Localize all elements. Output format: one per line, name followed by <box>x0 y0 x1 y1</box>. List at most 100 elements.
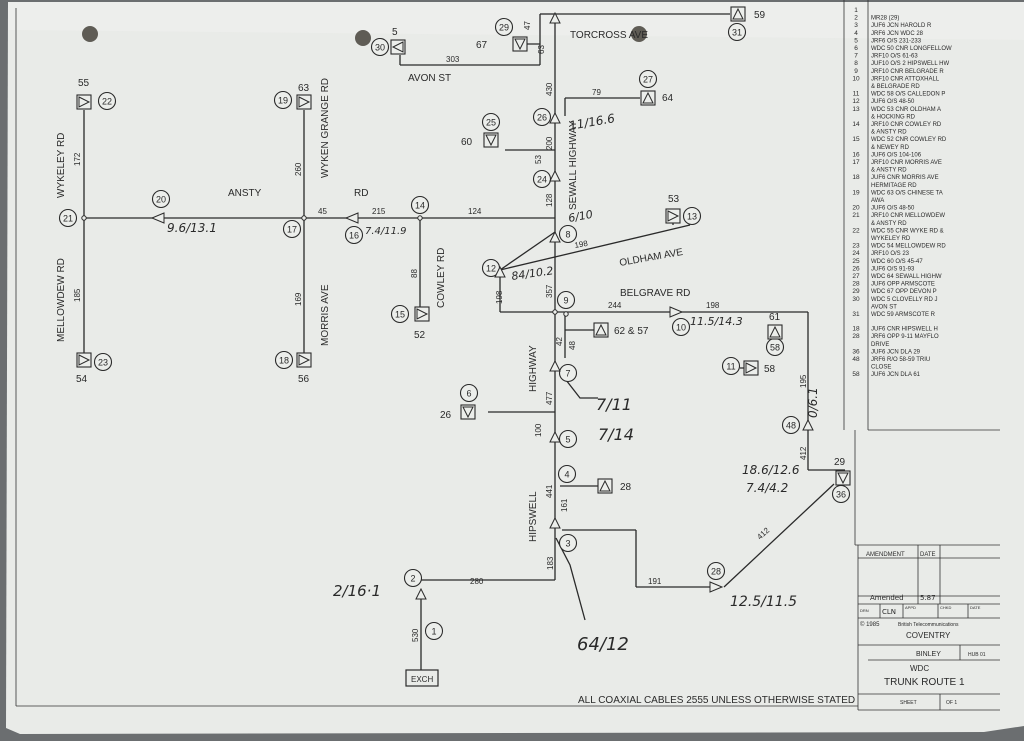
node-label: 7 <box>565 369 570 379</box>
legend-row: AVON ST <box>871 304 897 310</box>
cable-length: 215 <box>372 207 386 216</box>
direction-arrow <box>549 430 561 443</box>
title-block: AMENDMENT DATE Amended 5.87 DRN CLN APPD… <box>860 552 986 706</box>
node-marker-9: 9 <box>556 290 576 310</box>
legend-row: & ANSTY RD <box>871 168 907 174</box>
punch-hole <box>355 30 371 46</box>
amplifier-number: 29 <box>834 457 846 468</box>
node-label: 26 <box>537 113 547 123</box>
node-label: 30 <box>375 43 385 53</box>
node-label: 23 <box>98 358 108 368</box>
legend-row-text: & NEWEY RD <box>871 145 910 151</box>
legend-row-text: JUF6 O/S 48-50 <box>871 206 915 212</box>
legend-row: 5 JRF6 O/S 231-233 <box>854 37 922 44</box>
legend-row-number: 21 <box>852 212 860 219</box>
node-label: 36 <box>836 490 846 500</box>
level-annotation: 7.4/4.2 <box>746 481 788 495</box>
level-annotation: 18.6/12.6 <box>742 463 800 477</box>
legend-row-number: 12 <box>852 98 860 105</box>
node-label: 5 <box>565 435 570 445</box>
legend-row-number: 18 <box>852 326 860 333</box>
cable-length: 48 <box>568 341 577 350</box>
node-label: 1 <box>431 627 436 637</box>
cable-length: 244 <box>608 301 622 310</box>
amended-date: 5.87 <box>920 594 936 602</box>
legend-row-number: 28 <box>852 333 860 340</box>
cable-length: 191 <box>648 577 662 586</box>
node-label: 20 <box>156 195 166 205</box>
direction-arrow <box>549 11 561 24</box>
legend-row-text: JRF10 O/S 23 <box>871 251 910 257</box>
amendment-heading: AMENDMENT <box>866 552 905 558</box>
node-marker-24: 24 <box>532 169 552 189</box>
amplifier-number: 53 <box>668 194 680 205</box>
punch-hole <box>82 26 98 42</box>
direction-arrow <box>344 212 359 224</box>
node-label: 21 <box>63 214 73 224</box>
cable-length: 45 <box>318 207 327 216</box>
cable-length: 280 <box>470 577 484 586</box>
legend-row-number: 29 <box>852 288 860 295</box>
cable-length: 161 <box>560 498 569 512</box>
amplifier-number: 63 <box>298 83 310 94</box>
amplifier-number: 5 <box>392 27 398 38</box>
node-label: 16 <box>349 231 359 241</box>
date-heading: DATE <box>920 552 936 558</box>
amplifier-64: 64 <box>640 90 674 106</box>
legend-row-text: JRF6 O/S 231-233 <box>871 38 922 44</box>
legend-row-number: 20 <box>852 205 860 212</box>
amplifier-number: 55 <box>78 78 90 89</box>
node-marker-26: 26 <box>532 107 552 127</box>
amplifier-28: 28 <box>597 478 632 494</box>
level-annotation: 0/6.1 <box>806 387 820 418</box>
amplifier-58: 58 <box>743 360 776 376</box>
cable-length: 430 <box>545 82 554 96</box>
legend-row: HERMITAGE RD <box>871 183 917 189</box>
node-label: 15 <box>395 310 405 320</box>
amplifier-61: 61 <box>767 312 783 340</box>
node-label: 14 <box>415 201 425 211</box>
node-label: 22 <box>102 97 112 107</box>
legend-row: & BELGRADE RD <box>871 84 920 90</box>
legend-row-text: WDC 5 CLOVELLY RD J <box>871 297 937 303</box>
side-table-frame <box>843 0 1000 711</box>
legend-row-text: JUF6 CNR MORRIS AVE <box>871 175 939 181</box>
amplifier-number: 64 <box>662 93 674 104</box>
amplifier-60: 60 <box>461 132 499 148</box>
level-annotation: 64/12 <box>577 634 629 655</box>
place-text: COVENTRY <box>906 631 951 640</box>
node-label: 13 <box>687 212 697 222</box>
legend-row-number: 31 <box>852 311 860 318</box>
date2-heading: DATE <box>970 605 981 610</box>
legend-row-text: & HOCKING RD <box>871 114 916 120</box>
amplifier-63: 63 <box>296 83 312 110</box>
legend-row-number: 19 <box>852 189 860 196</box>
node-marker-11: 11 <box>721 356 741 376</box>
level-annotation: 11.5/14.3 <box>690 315 743 328</box>
legend-row-text: HERMITAGE RD <box>871 183 917 189</box>
legend-row-number: 5 <box>854 37 858 44</box>
legend-row-text: JUF6 O/S 104-106 <box>871 152 922 158</box>
legend-row-text: WDC 50 CNR LONGFELLOW <box>871 46 952 52</box>
level-annotation: 7.4/11.9 <box>365 226 407 237</box>
cable-length: 260 <box>294 162 303 176</box>
node-label: 12 <box>486 264 496 274</box>
legend-row: WYKELEY RD <box>871 236 911 242</box>
direction-arrow <box>494 265 506 278</box>
legend-row-number: 4 <box>854 30 858 37</box>
node-label: 4 <box>564 470 569 480</box>
level-annotation: 84/10.2 <box>511 264 555 283</box>
